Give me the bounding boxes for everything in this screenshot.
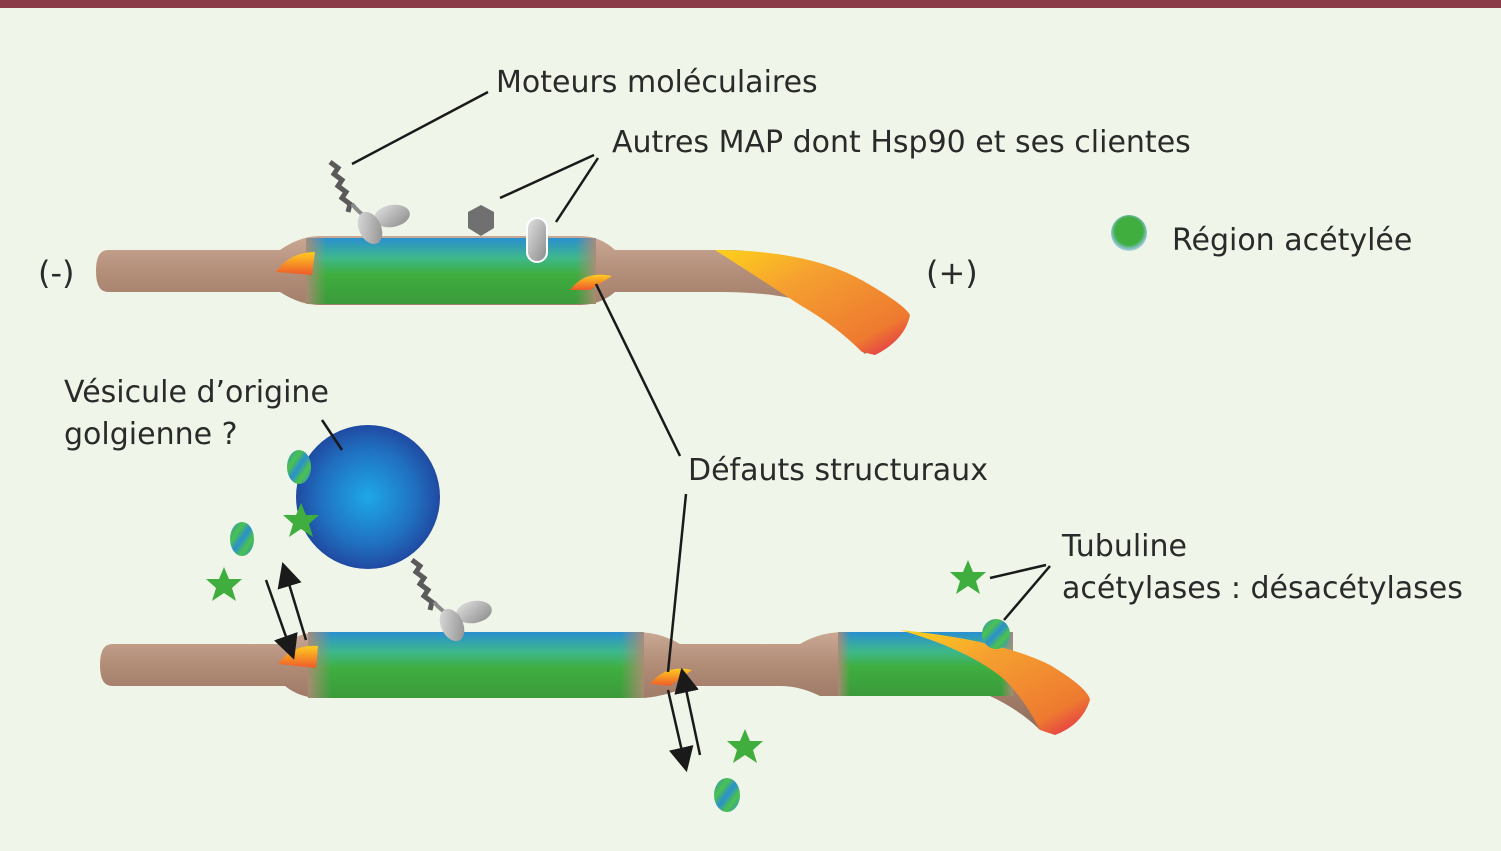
plus-end-tip-bottom xyxy=(900,630,1090,735)
acetylase-star-icon xyxy=(283,503,319,537)
pointer-line-vesicule xyxy=(320,419,344,451)
map-capsule-icon xyxy=(526,217,548,263)
label-pole-plus: (+) xyxy=(926,254,978,292)
label-tubuline-line1: Tubuline xyxy=(1061,529,1187,564)
motor-protein-icon xyxy=(328,160,410,245)
acetylase-star-icon xyxy=(950,560,986,594)
pointer-line-defauts-top xyxy=(594,283,682,457)
pointer-line-tubuline-star xyxy=(989,563,1047,580)
legend-acetyl-dot-icon xyxy=(1111,215,1147,251)
motor-protein-icon-bottom xyxy=(410,558,492,642)
pointer-line-defauts-bottom xyxy=(666,493,688,673)
structural-defect-bottom-left xyxy=(278,645,318,668)
structural-defect-top-right xyxy=(570,274,612,290)
hsp90-hexagon-icon xyxy=(468,205,494,236)
acetylase-star-icon xyxy=(727,729,763,763)
top-border-bar xyxy=(0,0,1501,8)
deacetylase-oval-icon xyxy=(714,778,740,812)
label-defauts: Défauts structuraux xyxy=(688,453,988,488)
exchange-arrows-icon xyxy=(666,667,702,773)
label-vesicule-line1: Vésicule d’origine xyxy=(64,375,329,410)
label-region-acetylee: Région acétylée xyxy=(1172,223,1412,258)
deacetylase-oval-icon xyxy=(230,522,254,556)
microtubule-top xyxy=(96,236,910,355)
label-tubuline-line2: acétylases : désacétylases xyxy=(1062,571,1463,606)
label-moteurs: Moteurs moléculaires xyxy=(496,65,818,100)
deacetylase-oval-icon xyxy=(982,619,1010,649)
pointer-line-tubuline-oval xyxy=(1003,565,1051,621)
label-vesicule-line2: golgienne ? xyxy=(64,417,238,452)
structural-defect-top-left xyxy=(276,252,315,275)
exchange-arrows-icon xyxy=(264,562,308,660)
label-pole-minus: (-) xyxy=(38,254,75,292)
pointer-line-moteurs xyxy=(351,90,489,166)
pointer-line-map-2 xyxy=(554,157,600,223)
microtubule-bottom xyxy=(100,630,1090,735)
deacetylase-oval-icon xyxy=(287,450,311,484)
acetylase-star-icon xyxy=(206,567,242,601)
plus-end-tip-top xyxy=(715,250,910,355)
label-autres-map: Autres MAP dont Hsp90 et ses clientes xyxy=(612,125,1191,160)
pointer-line-map-1 xyxy=(499,153,595,200)
vesicle-icon xyxy=(296,425,440,569)
